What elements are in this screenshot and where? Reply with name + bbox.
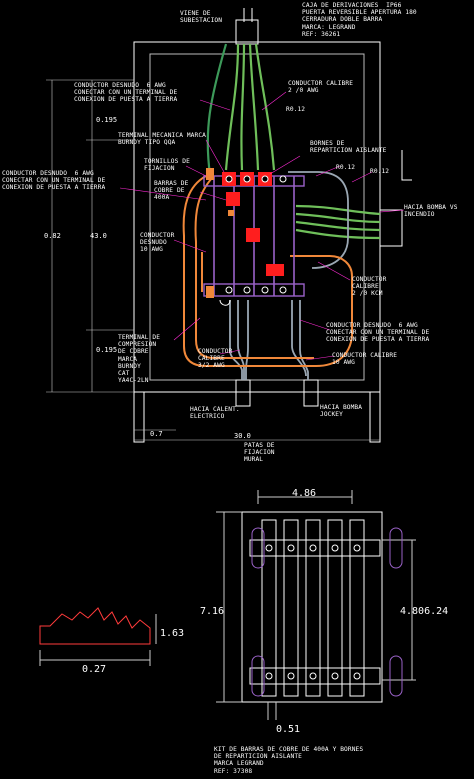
label-conductor-calibre-kcm: CONDUCTOR CALIBRE 2 /0 KCM bbox=[352, 276, 387, 298]
label-viene-de-subestacion: VIENE DE SUBESTACION bbox=[180, 10, 223, 25]
label-kit-barras: KIT DE BARRAS DE COBRE DE 400A Y BORNES … bbox=[214, 746, 364, 775]
dim-716: 7.16 bbox=[200, 606, 225, 617]
green-out-2 bbox=[295, 212, 381, 224]
label-hacia-bomba-jockey: HACIA BOMBA JOCKEY bbox=[320, 404, 363, 419]
terminal-red-5 bbox=[266, 264, 284, 276]
terminal-profile-detail bbox=[39, 607, 157, 666]
terminal-red-6 bbox=[226, 192, 240, 206]
terminal-profile bbox=[39, 607, 151, 645]
label-terminal-mecanica: TERMINAL MECANICA MARCA BURNDY TIPO QQA bbox=[118, 132, 206, 147]
label-barras-cobre: BARRAS DE COBRE DE 400A bbox=[154, 180, 189, 202]
kit-rail-top bbox=[249, 539, 381, 557]
green-cable-1 bbox=[224, 43, 240, 171]
mount-foot-left bbox=[133, 392, 145, 443]
kit-bar-3 bbox=[305, 519, 321, 697]
green-cable-3 bbox=[248, 43, 260, 171]
kit-insulator-bl bbox=[251, 655, 265, 697]
dim-082: 0.82 bbox=[44, 232, 61, 240]
terminal-red-4 bbox=[246, 228, 260, 242]
kit-bar-1 bbox=[261, 519, 277, 697]
dim-300: 30.0 bbox=[234, 432, 251, 440]
mount-foot-right bbox=[369, 392, 381, 443]
dim-07: 0.7 bbox=[150, 430, 163, 438]
dim-486: 4.86 bbox=[292, 488, 317, 499]
enclosure bbox=[46, 8, 412, 443]
green-out-3 bbox=[295, 220, 381, 232]
label-bornes-reparticion: BORNES DE REPARTICION AISLANTE bbox=[310, 140, 387, 155]
dim-0195-bot: 0.195 bbox=[96, 346, 118, 354]
kit-insulator-br bbox=[389, 655, 403, 697]
kit-insulator-tl bbox=[251, 527, 265, 569]
kit-frame bbox=[241, 511, 383, 703]
dim-163: 1.63 bbox=[160, 628, 185, 639]
top-conduit bbox=[235, 19, 259, 45]
busbar-kit-detail bbox=[216, 490, 416, 720]
label-conductor-calibre-10: CONDUCTOR CALIBRE 10 AWG bbox=[332, 352, 398, 367]
label-conductor-calibre-top: CONDUCTOR CALIBRE 2 /0 AWG bbox=[288, 80, 354, 95]
green-cable-5 bbox=[206, 43, 228, 176]
dim-0195-top: 0.195 bbox=[96, 116, 118, 124]
dim-027: 0.27 bbox=[82, 664, 107, 675]
label-r012-c: R0.12 bbox=[370, 168, 390, 175]
label-tornillos-fijacion: TORNILLOS DE FIJACION bbox=[144, 158, 190, 173]
kit-bar-5 bbox=[349, 519, 365, 697]
label-r012-b: R0.12 bbox=[336, 164, 356, 171]
label-hacia-calent: HACIA CALENT. ELECTRICO bbox=[190, 406, 240, 421]
label-patas-fijacion: PATAS DE FIJACION MURAL bbox=[244, 442, 275, 464]
green-out-1 bbox=[295, 204, 381, 216]
label-conductor-desnudo-10: CONDUCTOR DESNUDO 10 AWG bbox=[140, 232, 175, 254]
steel-conductors bbox=[229, 171, 349, 380]
right-conduit bbox=[379, 209, 403, 247]
orange-ground-conductors bbox=[182, 175, 353, 367]
dim-4806: 4.806.24 bbox=[400, 606, 449, 617]
label-conductor-calibre-3-2: CONDUCTOR CALIBRE 3/2 AWG bbox=[198, 348, 233, 370]
label-hacia-bomba-vs: HACIA BOMBA VS INCENDIO bbox=[404, 204, 458, 219]
callout-leaders bbox=[119, 91, 405, 361]
label-terminal-compresion: TERMINAL DE COMPRESION DE COBRE MARCA BU… bbox=[118, 334, 161, 385]
dim-051: 0.51 bbox=[276, 724, 301, 735]
kit-bar-4 bbox=[327, 519, 343, 697]
label-r012-a: R0.12 bbox=[286, 106, 306, 113]
label-conductor-desnudo-right: CONDUCTOR DESNUDO 6 AWG CONECTAR CON UN … bbox=[326, 322, 430, 344]
green-conductors bbox=[206, 43, 381, 240]
green-cable-2 bbox=[240, 43, 246, 171]
busbar-assembly bbox=[203, 168, 305, 306]
kit-bar-2 bbox=[283, 519, 299, 697]
kit-insulator-tr bbox=[389, 527, 403, 569]
label-conductor-desnudo-top: CONDUCTOR DESNUDO 6 AWG CONECTAR CON UN … bbox=[74, 82, 178, 104]
label-caja-derivaciones: CAJA DE DERIVACIONES IP66 PUERTA REVERSI… bbox=[302, 2, 417, 38]
green-out-4 bbox=[295, 228, 381, 240]
dim-430: 43.0 bbox=[90, 232, 107, 240]
kit-rail-bottom bbox=[249, 667, 381, 685]
label-conductor-desnudo-left: CONDUCTOR DESNUDO 6 AWG CONECTAR CON UN … bbox=[2, 170, 106, 192]
green-cable-4 bbox=[254, 43, 276, 171]
